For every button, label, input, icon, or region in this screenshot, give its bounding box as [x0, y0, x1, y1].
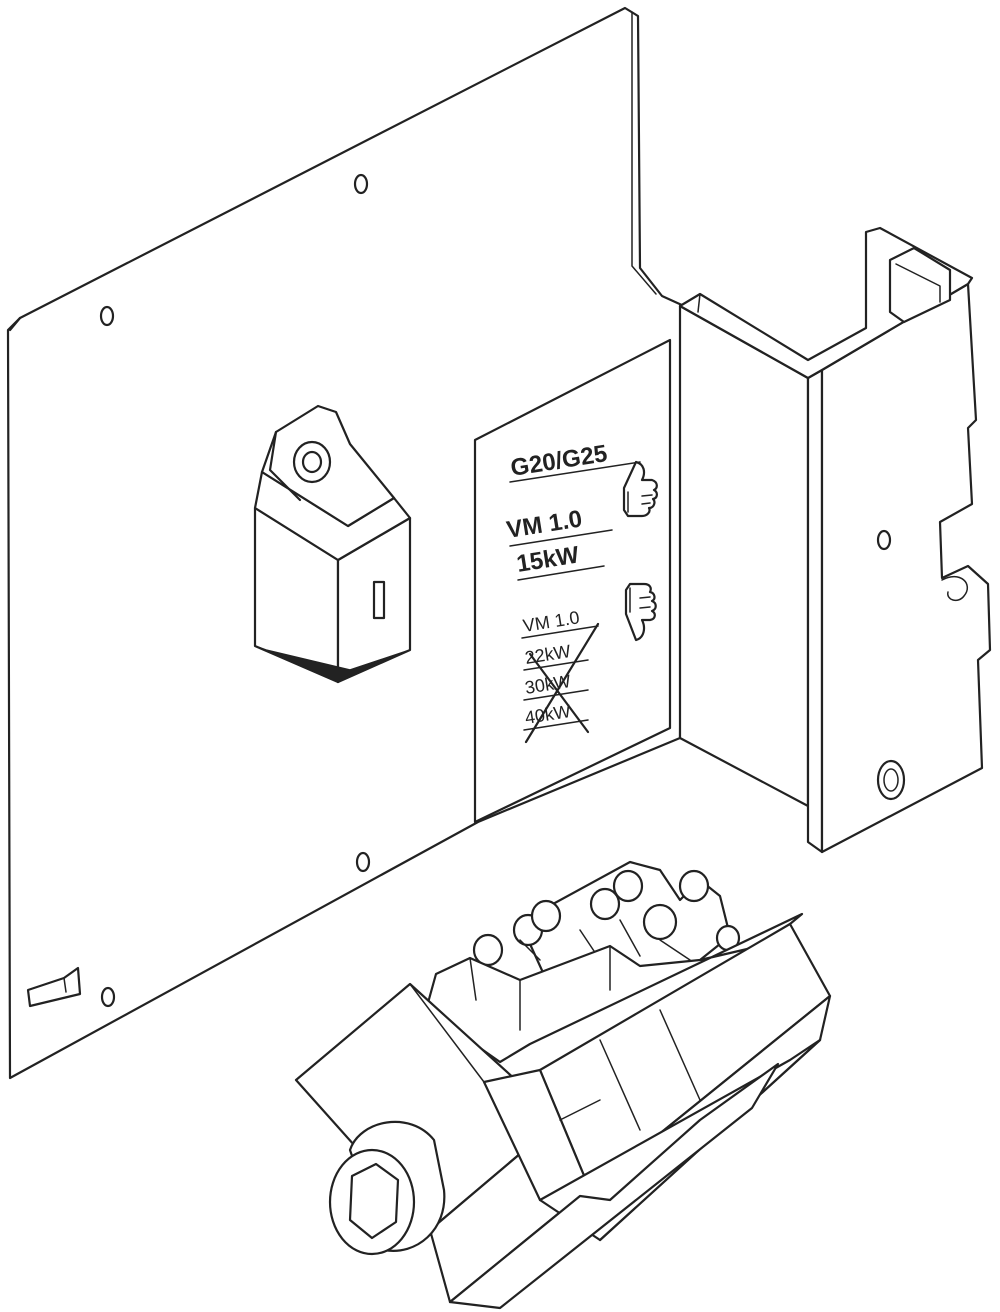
bracket-hole-small	[876, 529, 892, 551]
thumbs-up-icon	[622, 460, 658, 518]
side-bracket	[678, 226, 992, 854]
gas-valve	[294, 860, 832, 1310]
hole-bottom-center	[355, 851, 371, 873]
hole-left	[99, 305, 115, 327]
plate-tab	[26, 966, 82, 1008]
hole-top	[353, 173, 369, 195]
gas-label-panel: G20/G25 VM 1.0 15kW VM 1.0 22kW 30kW 40k…	[473, 338, 672, 824]
rejected-powers-strike	[523, 622, 600, 744]
bracket-slot	[888, 246, 952, 324]
valve-outlet	[328, 1120, 446, 1256]
hole-bottom-left	[100, 986, 116, 1008]
thumbs-down-icon	[624, 582, 657, 642]
switch-slot	[372, 580, 386, 620]
selector-switch	[253, 404, 412, 684]
plate-holes	[99, 173, 371, 1008]
hex-fitting	[348, 1162, 400, 1240]
bracket-hole-large	[876, 759, 906, 801]
